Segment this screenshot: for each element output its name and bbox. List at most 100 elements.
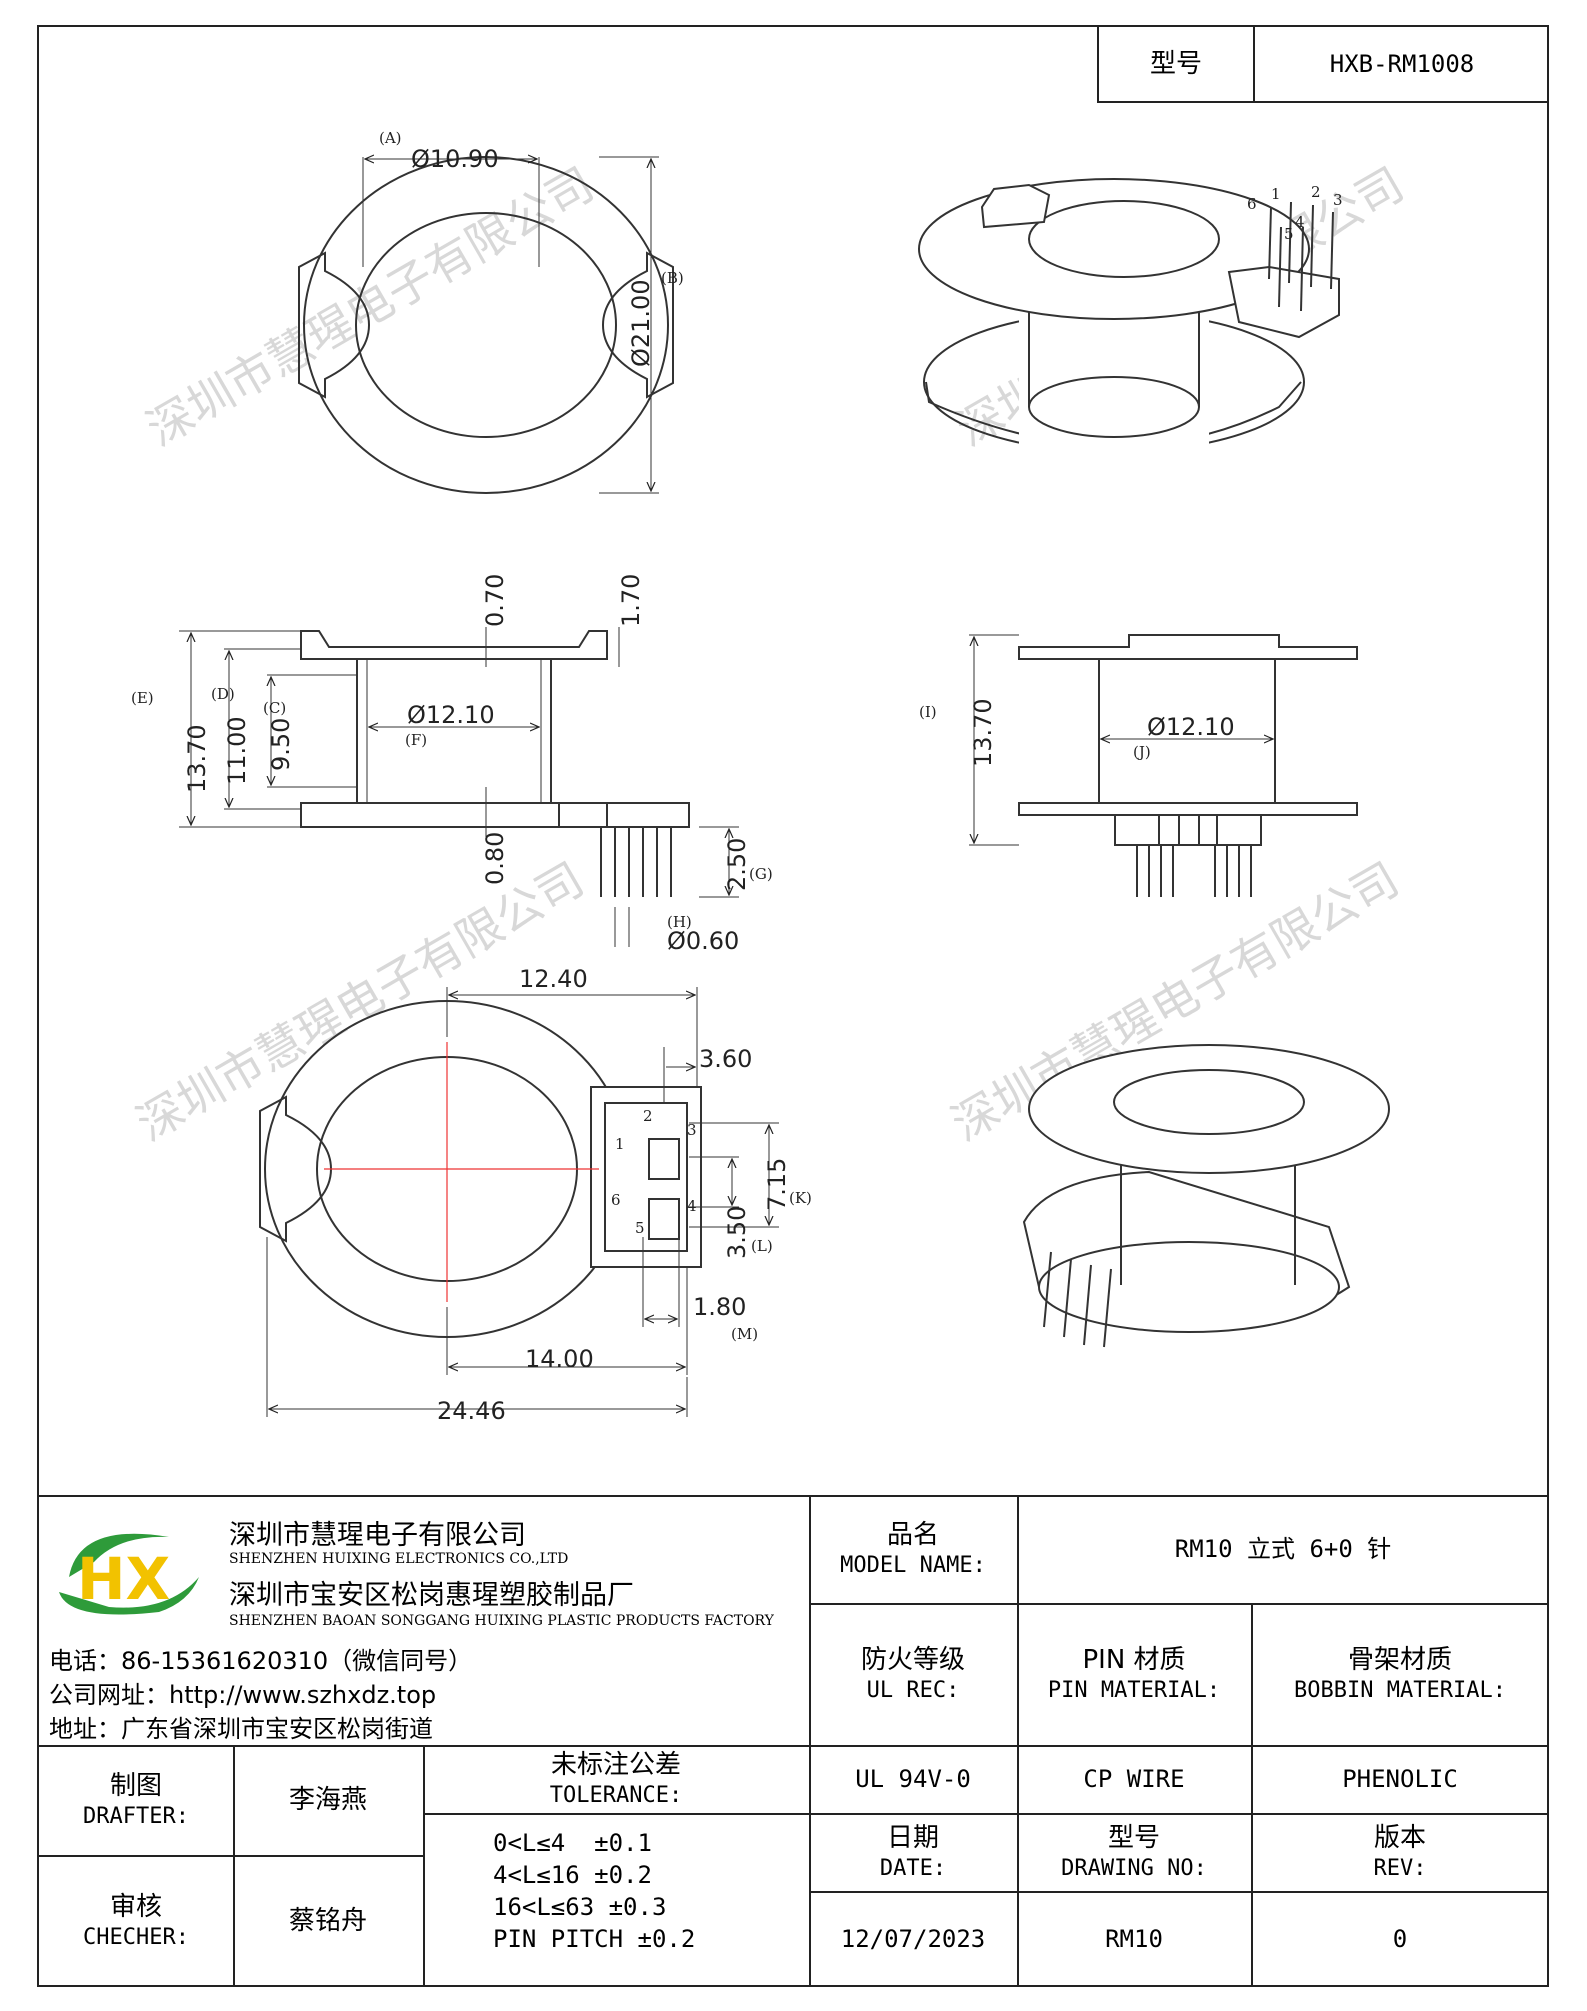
dim-b: Ø21.00	[627, 279, 655, 367]
svg-text:3: 3	[1333, 191, 1343, 209]
ul-rec-label: 防火等级 UL REC:	[860, 1645, 965, 1703]
svg-text:2: 2	[1311, 183, 1321, 201]
factory-name-en: SHENZHEN BAOAN SONGGANG HUIXING PLASTIC …	[229, 1613, 774, 1629]
divider	[423, 1745, 425, 1987]
dim-d: 11.00	[223, 716, 251, 785]
pin-material-value: CP WIRE	[1083, 1765, 1185, 1793]
dim-m: 1.80	[693, 1293, 746, 1321]
dim-w2: 3.60	[699, 1045, 752, 1073]
company-logo: HX	[49, 1517, 209, 1627]
dim-tag-l: (L)	[751, 1237, 773, 1255]
logo-letters: HX	[77, 1545, 170, 1613]
svg-text:5: 5	[635, 1219, 645, 1237]
iso-view-top	[918, 178, 1340, 477]
company-address: 地址：广东省深圳市宝安区松岗街道	[49, 1715, 433, 1743]
dim-a: Ø10.90	[411, 145, 499, 173]
bottom-pin-labels: 1 2 3 4 5 6	[611, 1107, 697, 1237]
company-name-cn: 深圳市慧瑆电子有限公司	[229, 1520, 526, 1551]
divider	[809, 1495, 811, 1987]
dim-e: 13.70	[183, 724, 211, 793]
dim-bottom: 0.80	[481, 832, 509, 885]
svg-text:5: 5	[1284, 225, 1294, 243]
dim-tag-e: (E)	[131, 689, 154, 707]
dim-tag-b: (B)	[661, 269, 684, 287]
dim-f: Ø12.10	[407, 701, 495, 729]
tolerance-line: 0<L≤4 ±0.1	[493, 1829, 652, 1857]
rev-value: 0	[1392, 1925, 1408, 1953]
bobbin-material-value: PHENOLIC	[1342, 1765, 1458, 1793]
dim-w3: 14.00	[525, 1345, 594, 1373]
drawing-no-value: RM10	[1105, 1925, 1163, 1953]
tolerance-line: 4<L≤16 ±0.2	[493, 1861, 652, 1889]
watermark-text: 深圳市慧瑆电子有限公司	[128, 852, 593, 1152]
divider	[39, 1745, 1549, 1747]
dim-top: 0.70	[481, 574, 509, 627]
tolerance-line: 16<L≤63 ±0.3	[493, 1893, 667, 1921]
dim-tag-d: (D)	[211, 685, 235, 703]
dim-g: 2.50	[723, 838, 751, 891]
divider	[1017, 1495, 1019, 1987]
dim-k: 7.15	[763, 1158, 791, 1211]
type-label: 型号	[1149, 48, 1202, 79]
divider	[233, 1745, 235, 1987]
dim-tag-h: (H)	[667, 913, 692, 931]
checker-label: 审核 CHECHER:	[83, 1892, 189, 1950]
hx-logo-icon: HX	[59, 1533, 199, 1615]
iso-view-bottom	[1022, 1044, 1390, 1348]
dim-j: Ø12.10	[1147, 713, 1235, 741]
date-value: 12/07/2023	[840, 1925, 986, 1953]
svg-text:6: 6	[1247, 195, 1257, 213]
dim-h: Ø0.60	[667, 927, 739, 955]
dim-tag-m: (M)	[731, 1325, 758, 1343]
dim-w1: 12.40	[519, 965, 588, 993]
model-name-value: RM10 立式 6+0 针	[1174, 1535, 1392, 1563]
bobbin-material-label: 骨架材质 BOBBIN MATERIAL:	[1294, 1645, 1506, 1703]
watermark-text: 深圳市慧瑆电子有限公司	[138, 157, 603, 457]
title-block-top-border	[39, 1495, 1549, 1497]
dim-l: 3.50	[723, 1206, 751, 1259]
dim-tag-f: (F)	[405, 731, 427, 749]
bottom-view-dims	[266, 987, 779, 1417]
divider	[809, 1603, 1549, 1605]
svg-text:1: 1	[1271, 185, 1281, 203]
technical-drawing: 深圳市慧瑆电子有限公司 深圳市慧瑆电子有限公司 深圳市慧瑆电子有限公司 深圳市慧…	[128, 129, 1413, 1425]
company-phone: 电话：86-15361620310（微信同号）	[49, 1647, 473, 1675]
dim-i: 13.70	[969, 698, 997, 767]
type-label-cell: 型号	[1097, 27, 1253, 103]
drawing-sheet: 深圳市慧瑆电子有限公司 深圳市慧瑆电子有限公司 深圳市慧瑆电子有限公司 深圳市慧…	[37, 25, 1549, 1987]
tolerance-list: 0<L≤4 ±0.1 4<L≤16 ±0.2 16<L≤63 ±0.3 PIN …	[423, 1813, 809, 1987]
dim-tag-a: (A)	[379, 129, 402, 147]
dim-tag-g: (G)	[749, 865, 773, 883]
drafter-value: 李海燕	[288, 1784, 367, 1815]
model-name-label: 品名 MODEL NAME:	[840, 1520, 986, 1578]
drawing-no-label: 型号 DRAWING NO:	[1061, 1823, 1207, 1881]
svg-text:4: 4	[687, 1197, 697, 1215]
divider	[423, 1813, 1549, 1815]
rev-label: 版本 REV:	[1373, 1823, 1427, 1881]
dim-tag-c: (C)	[263, 699, 286, 717]
factory-name-cn: 深圳市宝安区松岗惠瑆塑胶制品厂	[229, 1580, 634, 1611]
svg-text:1: 1	[615, 1135, 625, 1153]
front-view	[969, 634, 1358, 897]
dim-c: 9.50	[267, 718, 295, 771]
date-label: 日期 DATE:	[879, 1823, 947, 1881]
company-name-en: SHENZHEN HUIXING ELECTRONICS CO.,LTD	[229, 1551, 569, 1567]
divider	[809, 1891, 1549, 1893]
dim-tag-k: (K)	[789, 1189, 812, 1207]
drafter-label: 制图 DRAFTER:	[83, 1771, 189, 1829]
dim-top2: 1.70	[617, 574, 645, 627]
iso-pin-labels: 1 2 3 4 5 6	[1247, 183, 1343, 243]
company-website: 公司网址：http://www.szhxdz.top	[49, 1681, 437, 1709]
svg-text:4: 4	[1295, 213, 1305, 231]
side-view	[179, 627, 739, 947]
svg-text:3: 3	[687, 1121, 697, 1139]
dim-tag-i: (I)	[919, 703, 937, 721]
dim-tag-j: (J)	[1133, 743, 1151, 761]
checker-value: 蔡铭舟	[288, 1905, 367, 1936]
type-value-cell: HXB-RM1008	[1253, 27, 1549, 103]
ul-rec-value: UL 94V-0	[855, 1765, 971, 1793]
bottom-view-centerlines	[324, 1042, 599, 1302]
svg-text:6: 6	[611, 1191, 621, 1209]
tolerance-label: 未标注公差 TOLERANCE:	[549, 1750, 683, 1808]
divider	[39, 1855, 423, 1857]
